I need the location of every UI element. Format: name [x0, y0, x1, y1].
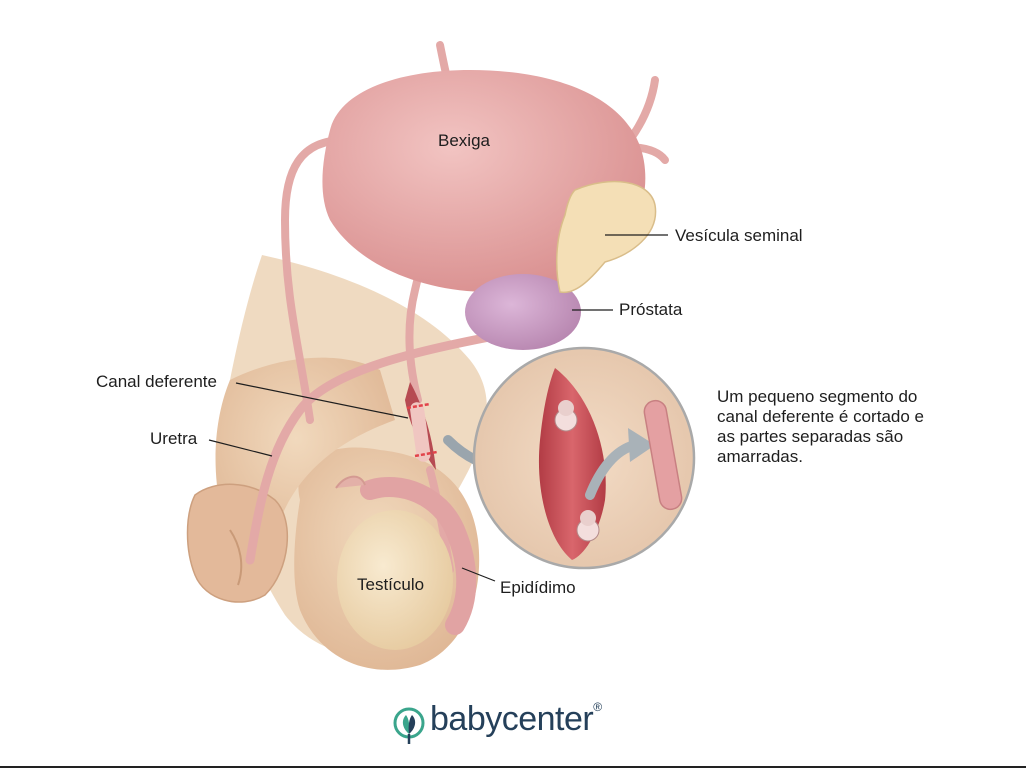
babycenter-leaf-icon — [393, 707, 425, 744]
label-testicle: Testículo — [357, 575, 425, 594]
vas-segment — [410, 402, 431, 462]
label-seminal-vesicle: Vesícula seminal — [675, 226, 803, 245]
label-urethra: Uretra — [150, 429, 198, 448]
prostate — [465, 274, 581, 350]
seminal-vesicle — [555, 180, 657, 294]
testicle — [337, 510, 453, 650]
registered-mark: ® — [593, 700, 602, 714]
removed-segment — [643, 399, 683, 511]
epididymis — [360, 477, 477, 635]
label-epididymis: Epidídimo — [500, 578, 576, 597]
brand-name: babycenter® — [430, 700, 602, 738]
label-vas-deferens: Canal deferente — [96, 372, 217, 391]
vas-deferens-left — [280, 136, 349, 424]
procedure-description: Um pequeno segmento do canal deferente é… — [717, 387, 924, 466]
leader-urethra — [208, 439, 273, 457]
leader-vas-deferens — [235, 382, 409, 419]
label-bladder: Bexiga — [438, 131, 490, 150]
urethra-tube — [245, 330, 505, 565]
label-prostate: Próstata — [619, 300, 683, 319]
bottom-rule — [0, 766, 1026, 768]
leader-epididymis — [461, 567, 496, 582]
